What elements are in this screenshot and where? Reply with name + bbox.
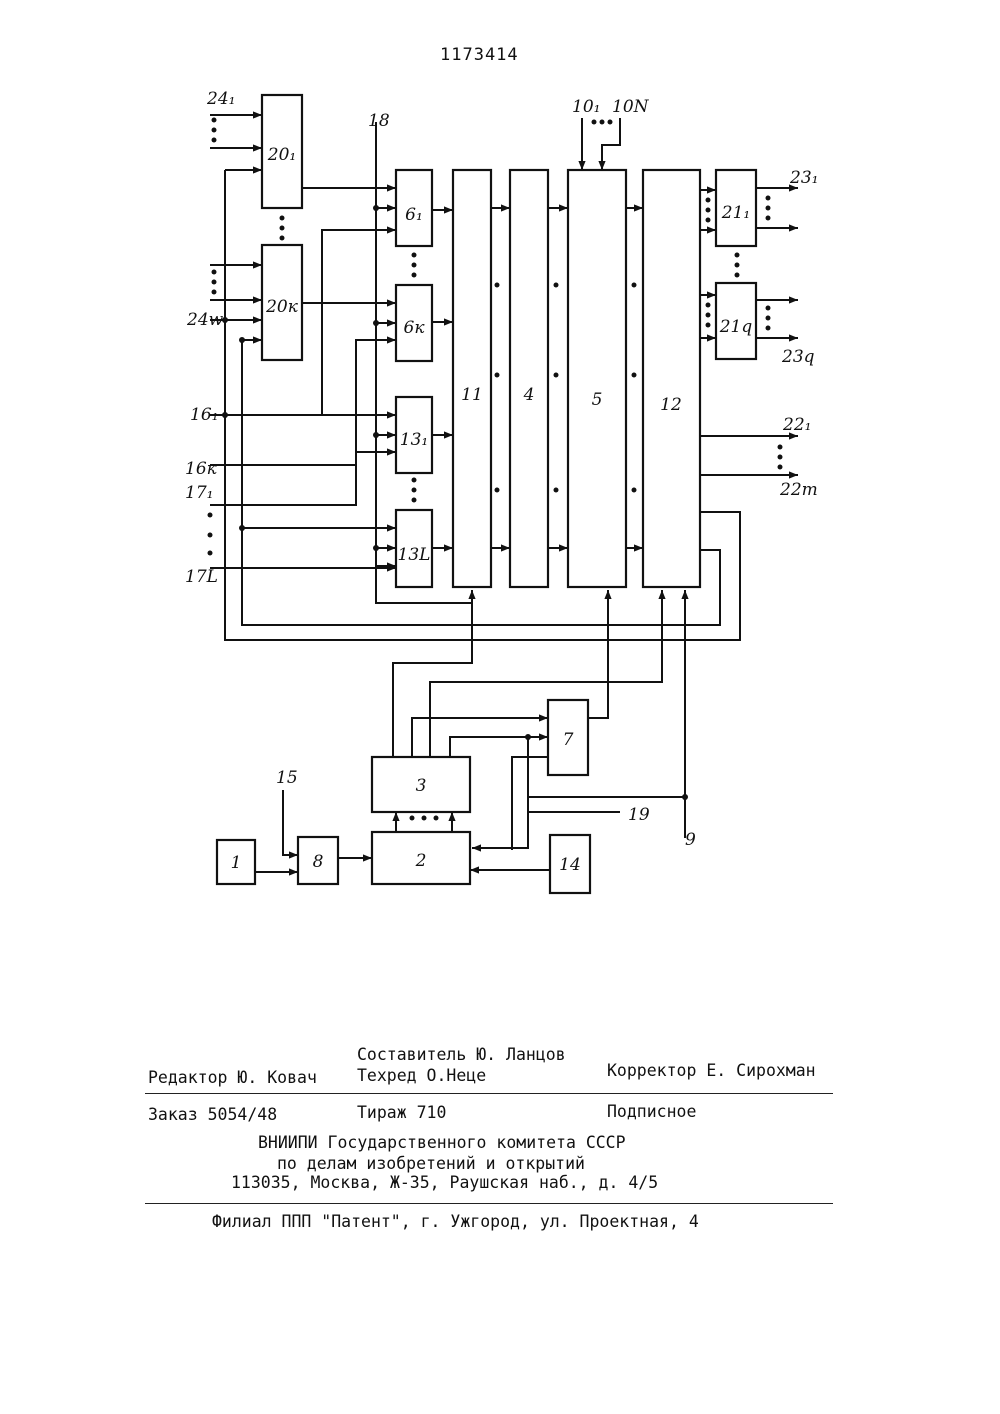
block-14: 14 [550,835,590,893]
block-label: 14 [559,855,581,875]
block-12: 12 [643,170,700,587]
block-label: 13₁ [400,430,428,450]
terminal-label: 16₁ [190,405,218,425]
terminal-label: 9 [685,830,696,850]
terminal-label: 15 [276,768,298,788]
terminal-label: 22₁ [782,415,811,435]
block-5: 5 [568,170,626,587]
imprint-order: Заказ 5054/48 [148,1105,277,1124]
wires [210,115,798,872]
imprint-circulation: Тираж 710 [357,1103,446,1122]
block-label: 6₁ [405,205,423,225]
block-21-q: 21q [716,283,756,359]
block-11: 11 [453,170,491,587]
block-diagram: 20₁ 20к 6₁ 6к 13₁ 13L 11 4 5 12 21₁ 21q … [0,0,1000,1000]
block-1: 1 [217,840,255,884]
terminal-label: 18 [368,111,390,131]
block-label: 21q [719,317,753,337]
imprint-subscription: Подписное [607,1102,696,1121]
terminal-label: 19 [628,805,650,825]
block-label: 5 [592,390,603,410]
block-label: 12 [660,395,682,415]
block-label: 2 [415,851,427,871]
terminal-label: 10N [612,97,650,117]
block-label: 20₁ [267,145,296,165]
blocks: 20₁ 20к 6₁ 6к 13₁ 13L 11 4 5 12 21₁ 21q … [217,95,756,893]
imprint-editor: Редактор Ю. Ковач [148,1068,317,1087]
terminal-label: 23q [781,347,815,367]
block-13-L: 13L [396,510,432,587]
block-6-k: 6к [396,285,432,361]
terminal-label: 17L [185,567,218,587]
terminal-label: 17₁ [185,483,213,503]
block-label: 6к [404,318,426,338]
block-label: 3 [416,776,427,796]
terminal-label: 24w [186,310,224,330]
imprint-composer: Составитель Ю. Ланцов [357,1045,566,1064]
imprint-corrector: Корректор Е. Сирохман [607,1061,816,1080]
divider [145,1203,833,1204]
block-6-1: 6₁ [396,170,432,246]
block-label: 4 [523,385,535,405]
block-3: 3 [372,757,470,812]
terminal-label: 10₁ [572,97,600,117]
block-label: 11 [461,385,483,405]
block-7: 7 [548,700,588,775]
block-4: 4 [510,170,548,587]
block-label: 8 [313,852,324,872]
terminal-label: 24₁ [206,89,235,109]
block-label: 13L [398,545,431,565]
block-label: 20к [265,297,299,317]
block-20-1: 20₁ [262,95,302,208]
block-label: 1 [231,853,242,873]
block-2: 2 [372,832,470,884]
imprint-org-line1: ВНИИПИ Государственного комитета СССР [258,1133,626,1152]
block-label: 21₁ [721,203,750,223]
terminal-label: 23₁ [789,168,818,188]
block-20-k: 20к [262,245,302,360]
block-8: 8 [298,837,338,884]
block-label: 7 [563,730,574,750]
imprint-address: 113035, Москва, Ж-35, Раушская наб., д. … [231,1173,658,1192]
terminal-label: 22m [779,480,818,500]
imprint-org-line2: по делам изобретений и открытий [277,1154,585,1173]
imprint-techred: Техред О.Неце [357,1066,486,1085]
block-21-1: 21₁ [716,170,756,246]
block-13-1: 13₁ [396,397,432,473]
terminal-label: 16к [185,459,218,479]
divider [145,1093,833,1094]
imprint-branch: Филиал ППП "Патент", г. Ужгород, ул. Про… [212,1212,699,1231]
